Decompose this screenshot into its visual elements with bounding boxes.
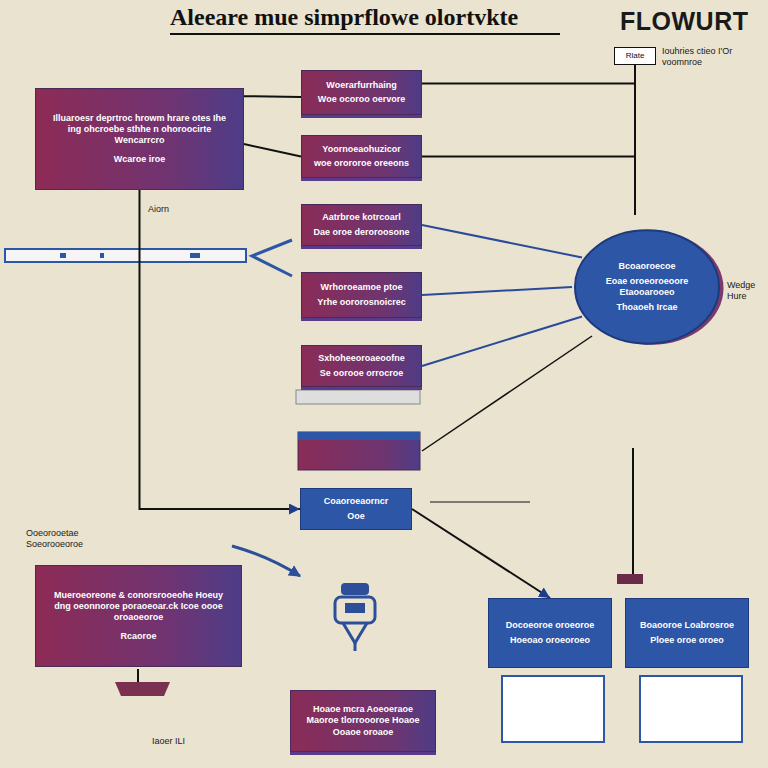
node-text: Ooe — [347, 511, 365, 522]
input-bar — [5, 249, 246, 262]
node-heading: Boaooroe Loabrosroe — [640, 620, 734, 631]
screen-box: Docoeoroe oroeoroeHoeoao oroeoroeo — [488, 598, 612, 668]
connector — [140, 190, 301, 509]
connector — [422, 317, 582, 367]
node-text: Woe ocoroo oervore — [318, 94, 405, 105]
connector — [244, 144, 301, 156]
icon-base — [343, 623, 367, 643]
stand-foot — [115, 682, 170, 696]
icon-head — [341, 583, 369, 595]
node-text: Thoaoeh Ircae — [616, 302, 677, 313]
node-text: Eoae oroeoroeoore Etaooarooeo — [596, 276, 698, 299]
stand-pole — [137, 669, 139, 682]
node-heading: Mueroeoreone & conorsrooeohe Hoeuy dng o… — [46, 590, 231, 624]
blank-box-band — [298, 432, 420, 440]
bar-marks — [60, 253, 200, 258]
node-heading: Rlate — [626, 51, 645, 61]
blank-box — [298, 432, 420, 470]
post-foot — [617, 574, 643, 584]
curved-arrow — [232, 546, 300, 576]
title-rule — [170, 33, 560, 35]
brand-word: FLOWURT — [620, 6, 748, 36]
bar-mark — [190, 253, 200, 258]
node-heading: Sxhoheeoroaeoofne — [318, 353, 405, 364]
chevron — [252, 240, 292, 276]
connector — [422, 65, 635, 157]
process-box: Hoaoe mcra Aoeoeraoe Maoroe tlorroooroe … — [290, 690, 436, 752]
node-text: Rcaoroe — [120, 631, 156, 642]
node-text: Wcaroe iroe — [114, 154, 166, 165]
panel-box: Mueroeoreone & conorsrooeohe Hoeuy dng o… — [35, 565, 242, 667]
circle-face — [575, 230, 719, 343]
icon-body — [335, 597, 375, 623]
shelf-bar — [296, 390, 420, 404]
window-panel — [640, 676, 742, 742]
process-box: WoerarfurrhaingWoe ocoroo oervore — [301, 70, 422, 115]
window-panel — [502, 676, 604, 742]
node-text: Yrhe oororosnoicrec — [317, 297, 406, 308]
process-box: Wrhoroeamoe ptoeYrhe oororosnoicrec — [301, 272, 422, 318]
node-text: Se oorooe orrocroe — [320, 368, 404, 379]
connector — [412, 509, 550, 598]
connector — [244, 95, 301, 98]
node-heading: Aatrbroe kotrcoarl — [322, 212, 401, 223]
connector — [422, 225, 582, 258]
leader-line — [422, 336, 592, 451]
bar-mark — [100, 253, 104, 258]
footer-note: Iaoer ILI — [152, 736, 232, 747]
icon-foot — [354, 643, 357, 651]
connector — [422, 287, 572, 295]
panel-box: Illuaroesr deprtroc hrowm hrare otes Ihe… — [35, 88, 244, 190]
node-heading: Woerarfurrhaing — [326, 80, 396, 91]
trunk-line — [634, 156, 636, 215]
node-text: Ploee oroe oroeo — [650, 635, 724, 646]
hub-circle: BcoaoroecoeEoae oroeoroeoore Etaooarooeo… — [572, 228, 722, 346]
note: Aiorn — [148, 204, 208, 215]
node-heading: Docoeoroe oroeoroe — [506, 620, 595, 631]
leader-line — [430, 502, 530, 503]
note: Ooeorooetae Soeorooeoroe — [26, 528, 116, 550]
process-box: Aatrbroe kotrcoarlDae oroe deroroosone — [301, 204, 422, 246]
node-text: Dae oroe deroroosone — [313, 227, 409, 238]
connector — [422, 65, 635, 84]
post — [632, 448, 634, 578]
node-heading: Coaoroeaorncr — [324, 496, 389, 507]
process-box: Yoornoeaohuzicor woe orororoe oreeons — [301, 135, 422, 178]
node-heading: Bcoaoroecoe — [618, 261, 675, 272]
node-text: woe orororoe oreeons — [314, 158, 409, 169]
tag-box: Rlate — [614, 47, 656, 65]
action-box: CoaoroeaorncrOoe — [300, 488, 412, 530]
note: Iouhries ctieo I'Or voomnroe — [662, 46, 762, 68]
node-text: Hoeoao oroeoroeo — [510, 635, 590, 646]
screen-box: Boaooroe LoabrosroePloee oroe oroeo — [625, 598, 749, 668]
node-heading: Wrhoroeamoe ptoe — [321, 282, 403, 293]
node-heading: Yoornoeaohuzicor — [322, 144, 400, 155]
diagram-title: Aleeare mue simprflowe olortvkte — [170, 4, 518, 31]
node-heading: Hoaoe mcra Aoeoeraoe Maoroe tlorroooroe … — [297, 704, 429, 738]
robot-icon — [335, 583, 375, 651]
side-note: Wedge Hure — [727, 280, 765, 302]
node-heading: Illuaroesr deprtroc hrowm hrare otes Ihe… — [46, 113, 233, 147]
process-box: Sxhoheeoroaeoofne Se oorooe orrocroe — [301, 345, 422, 387]
bar-mark — [60, 253, 66, 258]
icon-panel — [345, 603, 365, 613]
